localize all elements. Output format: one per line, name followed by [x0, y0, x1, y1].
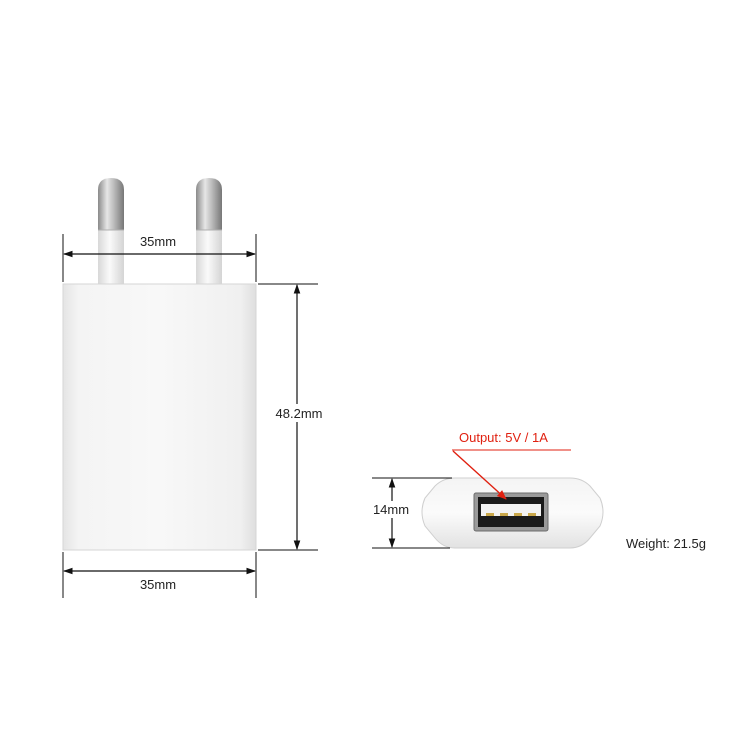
port-end-height-dimension: 14mm [369, 477, 452, 549]
right-plug-pin [196, 178, 222, 284]
body-width-label: 35mm [140, 577, 176, 592]
body-height-label: 48.2mm [276, 406, 323, 421]
charger-body [62, 283, 257, 551]
left-plug-pin [98, 178, 124, 284]
charger-front-view [62, 178, 257, 551]
weight-label: Weight: 21.5g [626, 536, 706, 551]
plug-width-dimension: 35mm [62, 232, 257, 282]
output-label: Output: 5V / 1A [459, 430, 548, 445]
usb-port [473, 492, 549, 532]
port-end-height-label: 14mm [373, 502, 409, 517]
body-height-dimension: 48.2mm [258, 283, 328, 551]
charger-end-view [421, 477, 604, 549]
body-width-dimension: 35mm [62, 552, 257, 598]
plug-width-label: 35mm [140, 234, 176, 249]
output-callout: Output: 5V / 1A [452, 430, 571, 500]
